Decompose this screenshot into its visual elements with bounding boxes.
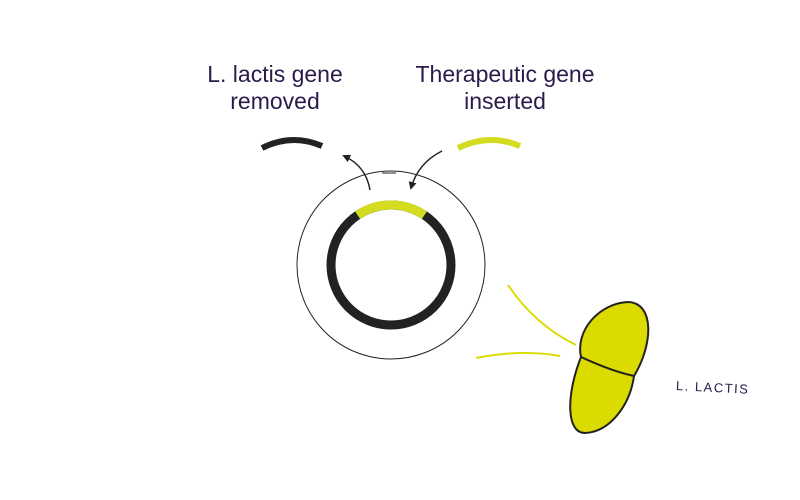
label-gene-inserted: Therapeutic gene inserted (415, 61, 595, 114)
therapeutic-gene-fragment (456, 136, 522, 151)
plasmid-ring (326, 200, 456, 330)
insertion-arrow (408, 150, 443, 190)
label-gene-removed: L. lactis gene removed (207, 61, 343, 114)
removed-gene-fragment (260, 136, 324, 151)
plasmid-inserted-segment (355, 200, 427, 219)
outer-cell-circle (296, 170, 486, 360)
connector-line-lower (475, 351, 561, 359)
l-lactis-bacterium (569, 300, 650, 435)
bacterium-lower-cell (569, 355, 636, 435)
connector-line-upper (507, 284, 577, 346)
removal-arrow (342, 154, 371, 191)
